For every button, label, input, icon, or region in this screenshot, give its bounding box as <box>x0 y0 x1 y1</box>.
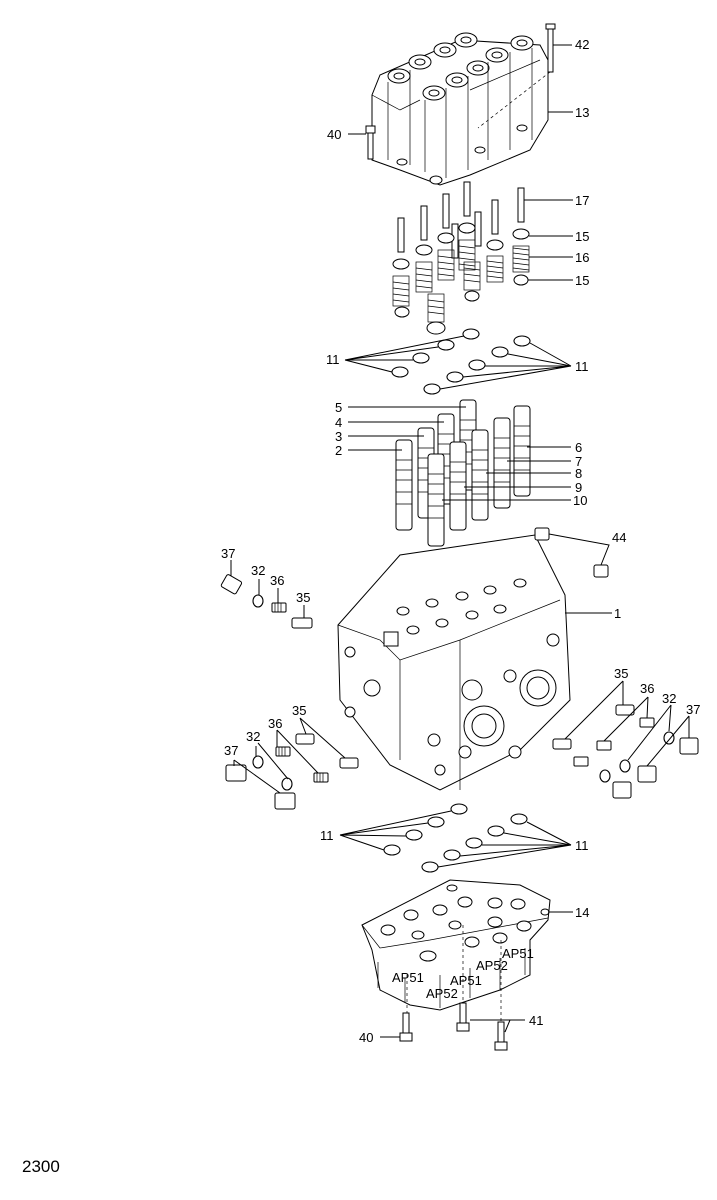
body-ports <box>344 578 560 776</box>
label-7: 7 <box>575 454 582 469</box>
label-15-lower: 15 <box>575 273 589 288</box>
spool-10 <box>427 453 445 547</box>
page-number: 2300 <box>22 1157 60 1176</box>
cover-stamp-1: AP51 <box>392 970 424 985</box>
label-8: 8 <box>575 466 582 481</box>
plugs-44 <box>534 527 610 578</box>
label-32-lower-left: 32 <box>246 729 260 744</box>
bottom-cover-14: AP51 AP52 AP51 AP52 AP51 <box>361 879 573 1011</box>
label-9: 9 <box>575 480 582 495</box>
label-35-upper-left: 35 <box>296 590 310 605</box>
label-1: 1 <box>614 606 621 621</box>
spool-7 <box>493 417 511 509</box>
label-6: 6 <box>575 440 582 455</box>
cover-stamp-3: AP51 <box>450 973 482 988</box>
o-rings-11-upper <box>344 328 572 395</box>
cover-stamp-2: AP52 <box>426 986 458 1001</box>
left-upper-relief-parts <box>220 560 313 629</box>
pins-17 <box>397 181 573 259</box>
label-36-upper-left: 36 <box>270 573 284 588</box>
bottom-cover-holes <box>380 884 550 962</box>
label-5: 5 <box>335 400 342 415</box>
label-2: 2 <box>335 443 342 458</box>
spool-8 <box>471 429 489 521</box>
label-16: 16 <box>575 250 589 265</box>
label-37-upper-left: 37 <box>221 546 235 561</box>
label-32-right: 32 <box>662 691 676 706</box>
label-13: 13 <box>575 105 589 120</box>
springs-16 <box>392 239 573 323</box>
label-15-upper: 15 <box>575 229 589 244</box>
left-lower-relief-parts <box>225 717 359 810</box>
label-41: 41 <box>529 1013 543 1028</box>
label-37-right: 37 <box>686 702 700 717</box>
label-40-bottom: 40 <box>359 1030 373 1045</box>
spool-9 <box>449 441 467 531</box>
label-4: 4 <box>335 415 342 430</box>
callout-labels: 42 13 40 17 15 16 15 11 11 5 4 3 2 6 7 8… <box>221 37 700 1045</box>
label-3: 3 <box>335 429 342 444</box>
bolt-40-top <box>348 125 376 160</box>
cover-bosses <box>387 32 534 101</box>
label-11-lower-left: 11 <box>320 828 334 843</box>
label-17: 17 <box>575 193 589 208</box>
label-11-upper-left: 11 <box>326 352 340 367</box>
label-32-upper-left: 32 <box>251 563 265 578</box>
top-cover-13 <box>371 32 573 186</box>
retainers-15 <box>392 222 573 335</box>
label-11-upper-right: 11 <box>575 359 589 374</box>
label-37-lower-left: 37 <box>224 743 238 758</box>
label-10: 10 <box>573 493 587 508</box>
label-40-top: 40 <box>327 127 341 142</box>
label-42: 42 <box>575 37 589 52</box>
o-rings-11-lower <box>339 803 572 873</box>
label-36-right: 36 <box>640 681 654 696</box>
cover-stamp-5: AP51 <box>502 946 534 961</box>
label-11-lower-right: 11 <box>575 838 589 853</box>
label-35-right: 35 <box>614 666 628 681</box>
spools <box>348 399 571 547</box>
spring-stack <box>392 181 573 335</box>
valve-body-1 <box>337 534 612 791</box>
cover-stamp-4: AP52 <box>476 958 508 973</box>
spool-2 <box>395 439 413 531</box>
label-35-lower-left: 35 <box>292 703 306 718</box>
bottom-bolts <box>380 925 525 1051</box>
bolt-42 <box>477 23 572 129</box>
spool-6 <box>513 405 531 497</box>
label-36-lower-left: 36 <box>268 716 282 731</box>
label-44: 44 <box>612 530 626 545</box>
right-relief-parts <box>552 680 699 799</box>
label-14: 14 <box>575 905 589 920</box>
